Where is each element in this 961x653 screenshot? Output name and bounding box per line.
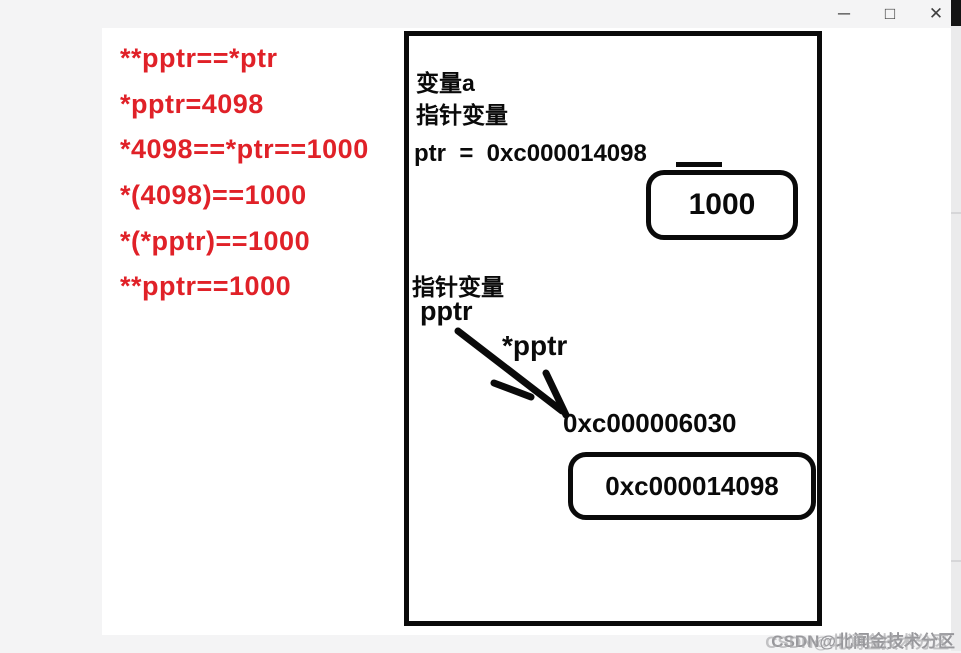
- right-scroll-strip[interactable]: [951, 0, 961, 651]
- corner-block: [951, 0, 961, 26]
- expression-line: *pptr=4098: [120, 89, 264, 119]
- window-controls: ─ □ ✕: [835, 0, 945, 28]
- connector-line: [676, 162, 722, 167]
- variable-a-label: 变量a: [416, 70, 475, 96]
- pptr-arrow: [454, 327, 570, 419]
- ptr-assignment-text: ptr = 0xc000014098: [414, 140, 647, 167]
- close-icon[interactable]: ✕: [928, 4, 944, 23]
- pointed-address-text: 0xc000006030: [563, 408, 737, 438]
- maximize-icon[interactable]: □: [884, 4, 896, 23]
- address-cell: 0xc000014098: [568, 452, 816, 520]
- strip-divider: [951, 212, 961, 214]
- value-cell: 1000: [646, 170, 798, 240]
- memory-diagram-box: [404, 31, 822, 626]
- expression-line: **pptr==1000: [120, 271, 292, 301]
- watermark-text: CSDN@北闻金技术分区: [771, 632, 955, 651]
- expression-line: *4098==*ptr==1000: [120, 134, 369, 164]
- expression-line: **pptr==*ptr: [120, 43, 278, 73]
- pointer-variable-label-top: 指针变量: [416, 102, 508, 128]
- pptr-label: pptr: [420, 296, 473, 326]
- deref-pptr-label: *pptr: [502, 330, 568, 361]
- pointer-variable-label-bottom: 指针变量: [412, 274, 504, 300]
- expression-line: *(*pptr)==1000: [120, 226, 311, 256]
- expression-line: *(4098)==1000: [120, 180, 307, 210]
- minimize-icon[interactable]: ─: [837, 4, 851, 23]
- strip-divider: [951, 560, 961, 562]
- watermark-text-ghost: CSDN@北闻金技术分区: [765, 633, 949, 652]
- csdn-watermark: CSDN@北闻金技术分区 CSDN@北闻金技术分区: [765, 627, 955, 652]
